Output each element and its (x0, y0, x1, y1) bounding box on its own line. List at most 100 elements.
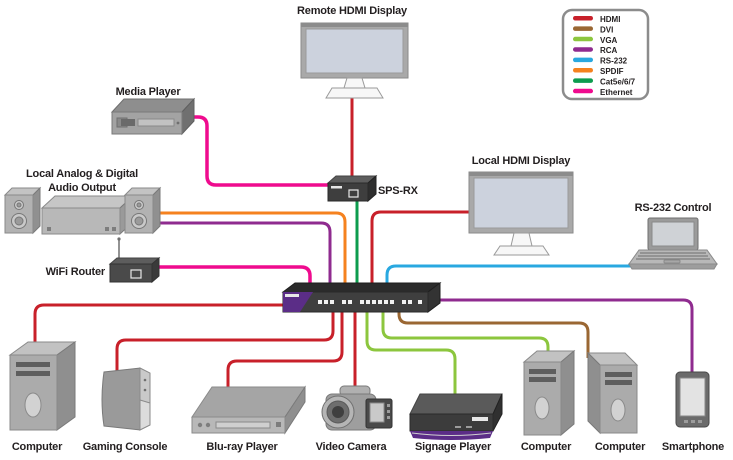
computer1-label: Computer (12, 441, 63, 453)
wifi-router: WiFi Router (46, 237, 161, 284)
media-player-tray (137, 118, 175, 127)
legend-swatch-rca (573, 47, 593, 52)
computer2-drive-slot1 (529, 369, 556, 374)
audio-output-label-line1: Local Analog & Digital (26, 168, 138, 180)
legend-box (561, 8, 650, 101)
computer1-drive-slot1 (16, 362, 50, 367)
computer3-tower: Computer (586, 351, 646, 453)
computer2-tower: Computer (521, 349, 576, 453)
bluray-button1 (197, 422, 203, 428)
computer2-label: Computer (521, 441, 572, 453)
cables (33, 93, 694, 398)
phone-screen (679, 377, 706, 417)
media-player-display (121, 119, 135, 126)
speaker-left-side (32, 186, 41, 235)
cable-hdmi-gaming-console-to-switcher (115, 310, 335, 374)
matrix-switcher (281, 282, 442, 313)
legend-label-vga: VGA (600, 36, 618, 45)
local-hdmi-display: Local HDMI Display (468, 155, 574, 256)
switcher-brand-logo (285, 294, 299, 297)
legend-swatch-spdif (573, 68, 593, 73)
legend-swatch-rs232 (573, 57, 593, 63)
audio-output-group: Local Analog & Digital Audio Output (3, 168, 162, 236)
legend-swatch-vga (573, 36, 593, 42)
switcher-front-panel-buttons (318, 300, 422, 304)
phone-buttons (684, 420, 702, 423)
signage-ports (455, 426, 472, 428)
computer3-drive-slot1 (605, 372, 632, 377)
bluray-tray (215, 421, 271, 429)
switcher-top (281, 282, 442, 293)
sps-rx-front (327, 182, 369, 202)
computer1-side (56, 341, 76, 431)
media-player-button (176, 121, 180, 125)
legend: HDMI DVI VGA RCA RS-232 SPDIF Cat5e/6/7 … (561, 8, 650, 101)
signage-brand-logo (472, 417, 488, 421)
camera-buttons (387, 404, 390, 419)
rs232-control-label: RS-232 Control (635, 202, 712, 214)
router-port (130, 269, 142, 279)
cable-rca-smartphone-to-switcher (426, 298, 694, 374)
wifi-router-label: WiFi Router (46, 266, 106, 278)
router-top (108, 257, 161, 265)
video-camera-label: Video Camera (316, 441, 388, 453)
cable-vga-computer2-to-switcher (381, 310, 550, 358)
cable-hdmi-local-display-to-switcher (370, 210, 474, 290)
signage-player-label: Signage Player (415, 441, 492, 453)
sps-rx-receiver: SPS-RX (326, 174, 419, 203)
speaker-right-woofer-center (134, 216, 144, 226)
sps-rx-brand-logo (331, 186, 342, 189)
bluray-label: Blu-ray Player (206, 441, 278, 453)
computer1-front (9, 354, 58, 431)
cable-hdmi-computer1-to-switcher (33, 303, 286, 358)
computer1-tower: Computer (8, 341, 77, 453)
monitor-neck (343, 77, 366, 89)
signage-player: Signage Player (409, 393, 503, 453)
speaker-right-side (152, 186, 161, 235)
local-monitor-base (493, 245, 550, 256)
console-lower-band (139, 399, 151, 431)
cable-hdmi-bluray-to-switcher (226, 310, 344, 392)
bluray-player: Blu-ray Player (191, 385, 306, 453)
local-monitor-top-strip (469, 172, 573, 176)
media-player: Media Player (110, 86, 196, 136)
monitor-screen (305, 28, 404, 74)
laptop-touchpad (663, 259, 681, 264)
bluray-button2 (205, 422, 211, 428)
legend-label-rca: RCA (600, 46, 618, 55)
legend-label-dvi: DVI (600, 25, 613, 34)
legend-swatch-ethernet (573, 88, 593, 94)
video-camera: Video Camera (316, 385, 393, 453)
console-button1 (143, 378, 147, 382)
legend-swatch-dvi (573, 26, 593, 31)
legend-label-hdmi: HDMI (600, 15, 620, 24)
amplifier-top (40, 195, 135, 209)
media-player-top (110, 98, 196, 113)
cable-rca-audio-to-switcher (156, 221, 332, 290)
rs232-laptop: RS-232 Control (628, 202, 718, 270)
audio-output-label-line2: Audio Output (48, 182, 116, 194)
monitor-top-strip (301, 23, 408, 27)
camera-lens-inner (332, 406, 344, 418)
monitor-base (325, 87, 384, 99)
computer3-side (587, 351, 601, 435)
sps-rx-label: SPS-RX (378, 185, 419, 197)
legend-swatch-hdmi (573, 16, 593, 21)
speaker-right-tweeter-center (136, 202, 142, 208)
legend-label-cat5: Cat5e/6/7 (600, 77, 636, 86)
local-monitor-neck (510, 232, 533, 247)
laptop-front-edge (628, 263, 718, 270)
gaming-console: Gaming Console (83, 367, 168, 453)
cable-vga-signage-player-to-switcher (365, 310, 457, 398)
router-antenna-tip (117, 237, 121, 241)
legend-swatch-cat5 (573, 78, 593, 83)
computer3-drive-slot2 (605, 380, 632, 385)
remote-display-label: Remote HDMI Display (297, 5, 408, 17)
cable-ethernet-media-player-to-sps-rx (183, 115, 334, 187)
computer2-drive-slot2 (529, 377, 556, 382)
laptop-screen (651, 221, 695, 247)
camera-screen (369, 402, 385, 423)
console-button2 (143, 388, 147, 392)
